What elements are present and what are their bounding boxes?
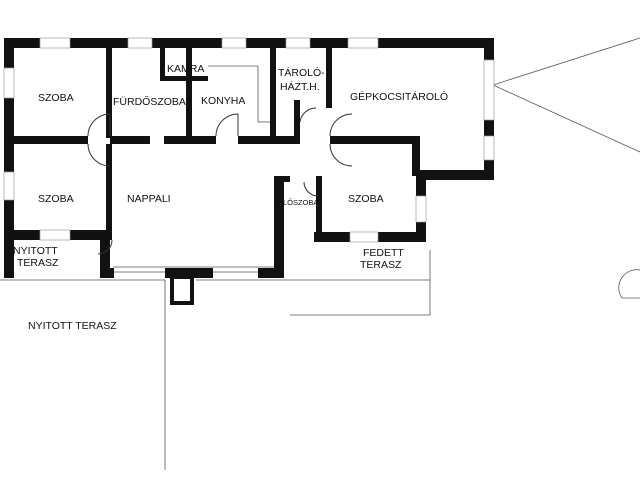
room-nappali-label: NAPPALI [127,193,171,205]
fedett-terasz-label-line2: TERASZ [360,259,402,271]
nyitott-terasz-small-label-line2: TERASZ [17,257,59,269]
room-furdoszoba-label: FÜRDŐSZOBA [113,94,186,108]
terrace-outlines [0,37,640,470]
room-kamra-label: KAMRA [167,63,204,75]
door-swings [87,65,353,255]
interior-walls [14,48,420,240]
fedett-terasz-label-line1: FEDETT [363,247,404,259]
room-gepkocsitarolo-label: GÉPKOCSITÁROLÓ [350,90,448,103]
room-eloszoba-label: ELŐSZOBA [278,198,318,207]
windows [3,37,495,243]
nyitott-terasz-small-label-line1: NYITOTT [13,245,58,257]
room-tarolo-label-line2: HÁZT.H. [280,80,320,93]
room-szoba-1-label: SZOBA [38,92,74,104]
exterior-walls [4,38,494,305]
room-szoba-2-label: SZOBA [38,193,74,205]
room-szoba-3-label: SZOBA [348,193,384,205]
room-konyha-label: KONYHA [201,95,245,107]
room-tarolo-label-line1: TÁROLÓ- [278,66,325,79]
nyitott-terasz-large-label: NYITOTT TERASZ [28,320,117,332]
